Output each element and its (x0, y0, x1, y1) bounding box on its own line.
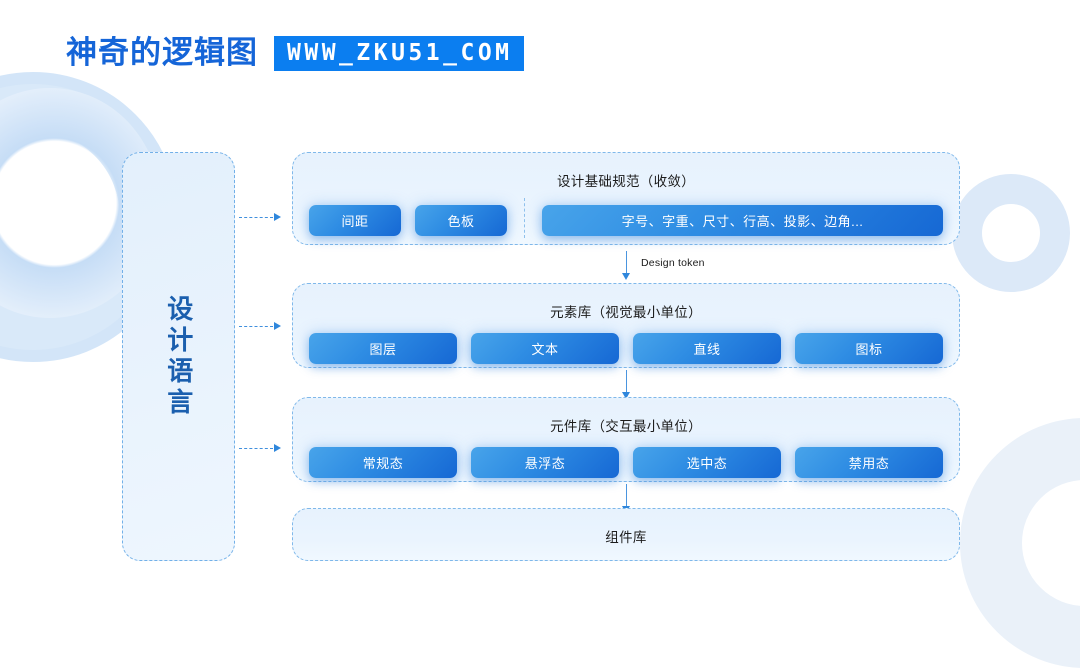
row-title: 元素库（视觉最小单位） (550, 305, 702, 320)
arrow-row2-to-row3-icon (621, 370, 631, 399)
arrow-row1-to-row2-icon (621, 251, 631, 280)
arrow-line (239, 325, 273, 327)
pill-button-palette[interactable]: 色板 (415, 204, 507, 236)
pill-button-disabled-state[interactable]: 禁用态 (795, 447, 943, 478)
pill-button-icon[interactable]: 图标 (795, 333, 943, 364)
row-title: 元件库（交互最小单位） (550, 419, 702, 434)
pill-button-hover-state[interactable]: 悬浮态 (471, 447, 619, 478)
page-header: 神奇的逻辑图 WWW_ZKU51_COM (66, 35, 524, 72)
pill-button-layer[interactable]: 图层 (309, 333, 457, 364)
arrow-to-row-3-icon (239, 443, 281, 453)
arrow-line (625, 370, 627, 392)
left-category-label: 设计语言 (163, 294, 194, 419)
site-url-badge: WWW_ZKU51_COM (274, 36, 524, 72)
row-panel-component-library: 组件库 (292, 508, 960, 561)
pill-button-normal-state[interactable]: 常规态 (309, 447, 457, 478)
logic-diagram: 设计语言 设计基础规范（收敛） 间距 色板 字号、字重、尺寸、行高、投影、边角.… (122, 152, 960, 561)
arrow-head (274, 322, 281, 330)
row-button-group: 间距 色板 字号、字重、尺寸、行高、投影、边角... (293, 190, 959, 238)
row-panel-element-library: 元素库（视觉最小单位） 图层 文本 直线 图标 (292, 283, 960, 368)
row-button-group: 常规态 悬浮态 选中态 禁用态 (293, 435, 959, 478)
row-title: 组件库 (605, 530, 647, 545)
pill-button-spacing[interactable]: 间距 (309, 204, 401, 236)
row-title: 设计基础规范（收敛） (557, 174, 695, 189)
pill-button-selected-state[interactable]: 选中态 (633, 447, 781, 478)
row-panel-design-foundation: 设计基础规范（收敛） 间距 色板 字号、字重、尺寸、行高、投影、边角... (292, 152, 960, 245)
vertical-divider (524, 198, 525, 238)
row-button-group: 图层 文本 直线 图标 (293, 321, 959, 364)
pill-button-typography-tokens[interactable]: 字号、字重、尺寸、行高、投影、边角... (542, 204, 943, 236)
page-title: 神奇的逻辑图 (66, 35, 258, 72)
arrow-head (622, 273, 630, 280)
arrow-line (239, 216, 273, 218)
arrow-line (239, 447, 273, 449)
arrow-head (274, 444, 281, 452)
left-category-panel: 设计语言 (122, 152, 235, 561)
pill-button-line[interactable]: 直线 (633, 333, 781, 364)
design-token-label: Design token (641, 257, 705, 269)
pill-button-text[interactable]: 文本 (471, 333, 619, 364)
arrow-head (622, 392, 630, 399)
arrow-to-row-1-icon (239, 212, 281, 222)
arrow-line (625, 251, 627, 273)
arrow-head (274, 213, 281, 221)
arrow-line (625, 484, 627, 506)
arrow-to-row-2-icon (239, 321, 281, 331)
row-panel-widget-library: 元件库（交互最小单位） 常规态 悬浮态 选中态 禁用态 (292, 397, 960, 482)
